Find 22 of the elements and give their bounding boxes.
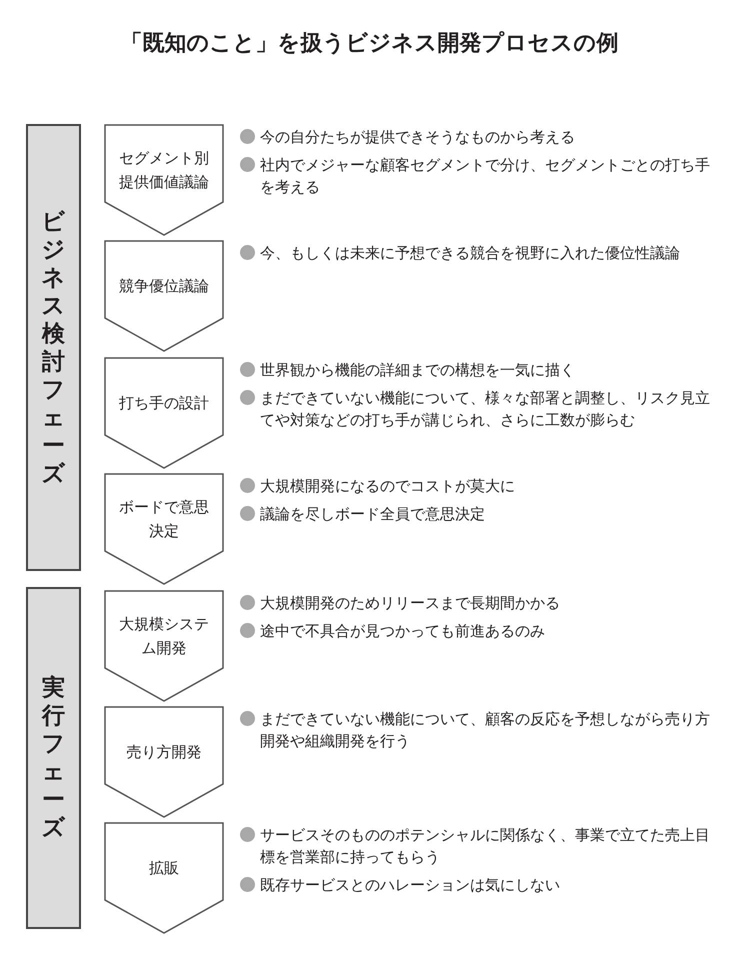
phase-band: ビジネス検討フェーズ [26, 124, 81, 571]
bullet-text: 大規模開発になるのでコストが莫大に [260, 477, 515, 495]
step-label: 売り方開発 [126, 742, 202, 763]
bullet-text: 今、もしくは未来に予想できる競合を視野に入れた優位性議論 [260, 244, 680, 262]
bullet-text: まだできていない機能について、様々な部署と調整し、リスク見立てや対策などの打ち手が講じられ、さらに工数が膨らむ [260, 389, 710, 429]
step-label: 拡販 [148, 858, 180, 879]
bullet-text: まだできていない機能について、顧客の反応を予想しながら売り方開発や組織開発を行う [260, 710, 710, 750]
bullet-text: サービスそのもののポテンシャルに関係なく、事業で立てた売上目標を営業部に持ってもらう [260, 826, 710, 866]
title: 「既知のこと」を扱うビジネス開発プロセスの例 [120, 30, 620, 58]
bullet-text: 途中で不具合が見つかっても前進あるのみ [260, 622, 545, 640]
phase-band: 実行フェーズ [26, 587, 81, 929]
bullet-text: 議論を尽しボード全員で意思決定 [260, 505, 485, 523]
step-label: 競争優位議論 [118, 276, 210, 297]
step-label: ボードで意思決定 [118, 497, 210, 542]
bullet-text: 大規模開発のためリリースまで長期間かかる [260, 594, 560, 612]
step-label: セグメント別提供価値議論 [118, 148, 210, 193]
bullet-text: 今の自分たちが提供できそうなものから考える [260, 128, 575, 146]
bullet-text: 世界観から機能の詳細までの構想を一気に描く [260, 361, 575, 379]
step-label: 大規模システム開発 [118, 614, 210, 659]
bullet-text: 社内でメジャーな顧客セグメントで分け、セグメントごとの打ち手を考える [260, 156, 710, 196]
step-label: 打ち手の設計 [118, 393, 210, 414]
bullet-text: 既存サービスとのハレーションは気にしない [260, 876, 560, 894]
